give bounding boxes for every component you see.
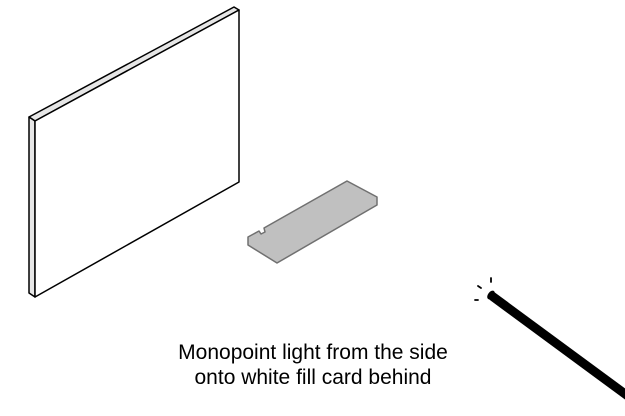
fill-card-side-edge <box>28 116 36 298</box>
white-fill-card <box>28 6 240 298</box>
light-spark-icon <box>477 285 482 289</box>
caption-line-1: Monopoint light from the side <box>178 341 448 364</box>
caption: Monopoint light from the side onto white… <box>113 340 513 390</box>
subject-tray <box>247 180 378 264</box>
caption-line-2: onto white fill card behind <box>194 366 432 389</box>
monopoint-light <box>474 277 625 400</box>
light-wand <box>489 292 625 400</box>
fill-card-front-face <box>34 9 240 298</box>
light-tip <box>487 290 495 300</box>
